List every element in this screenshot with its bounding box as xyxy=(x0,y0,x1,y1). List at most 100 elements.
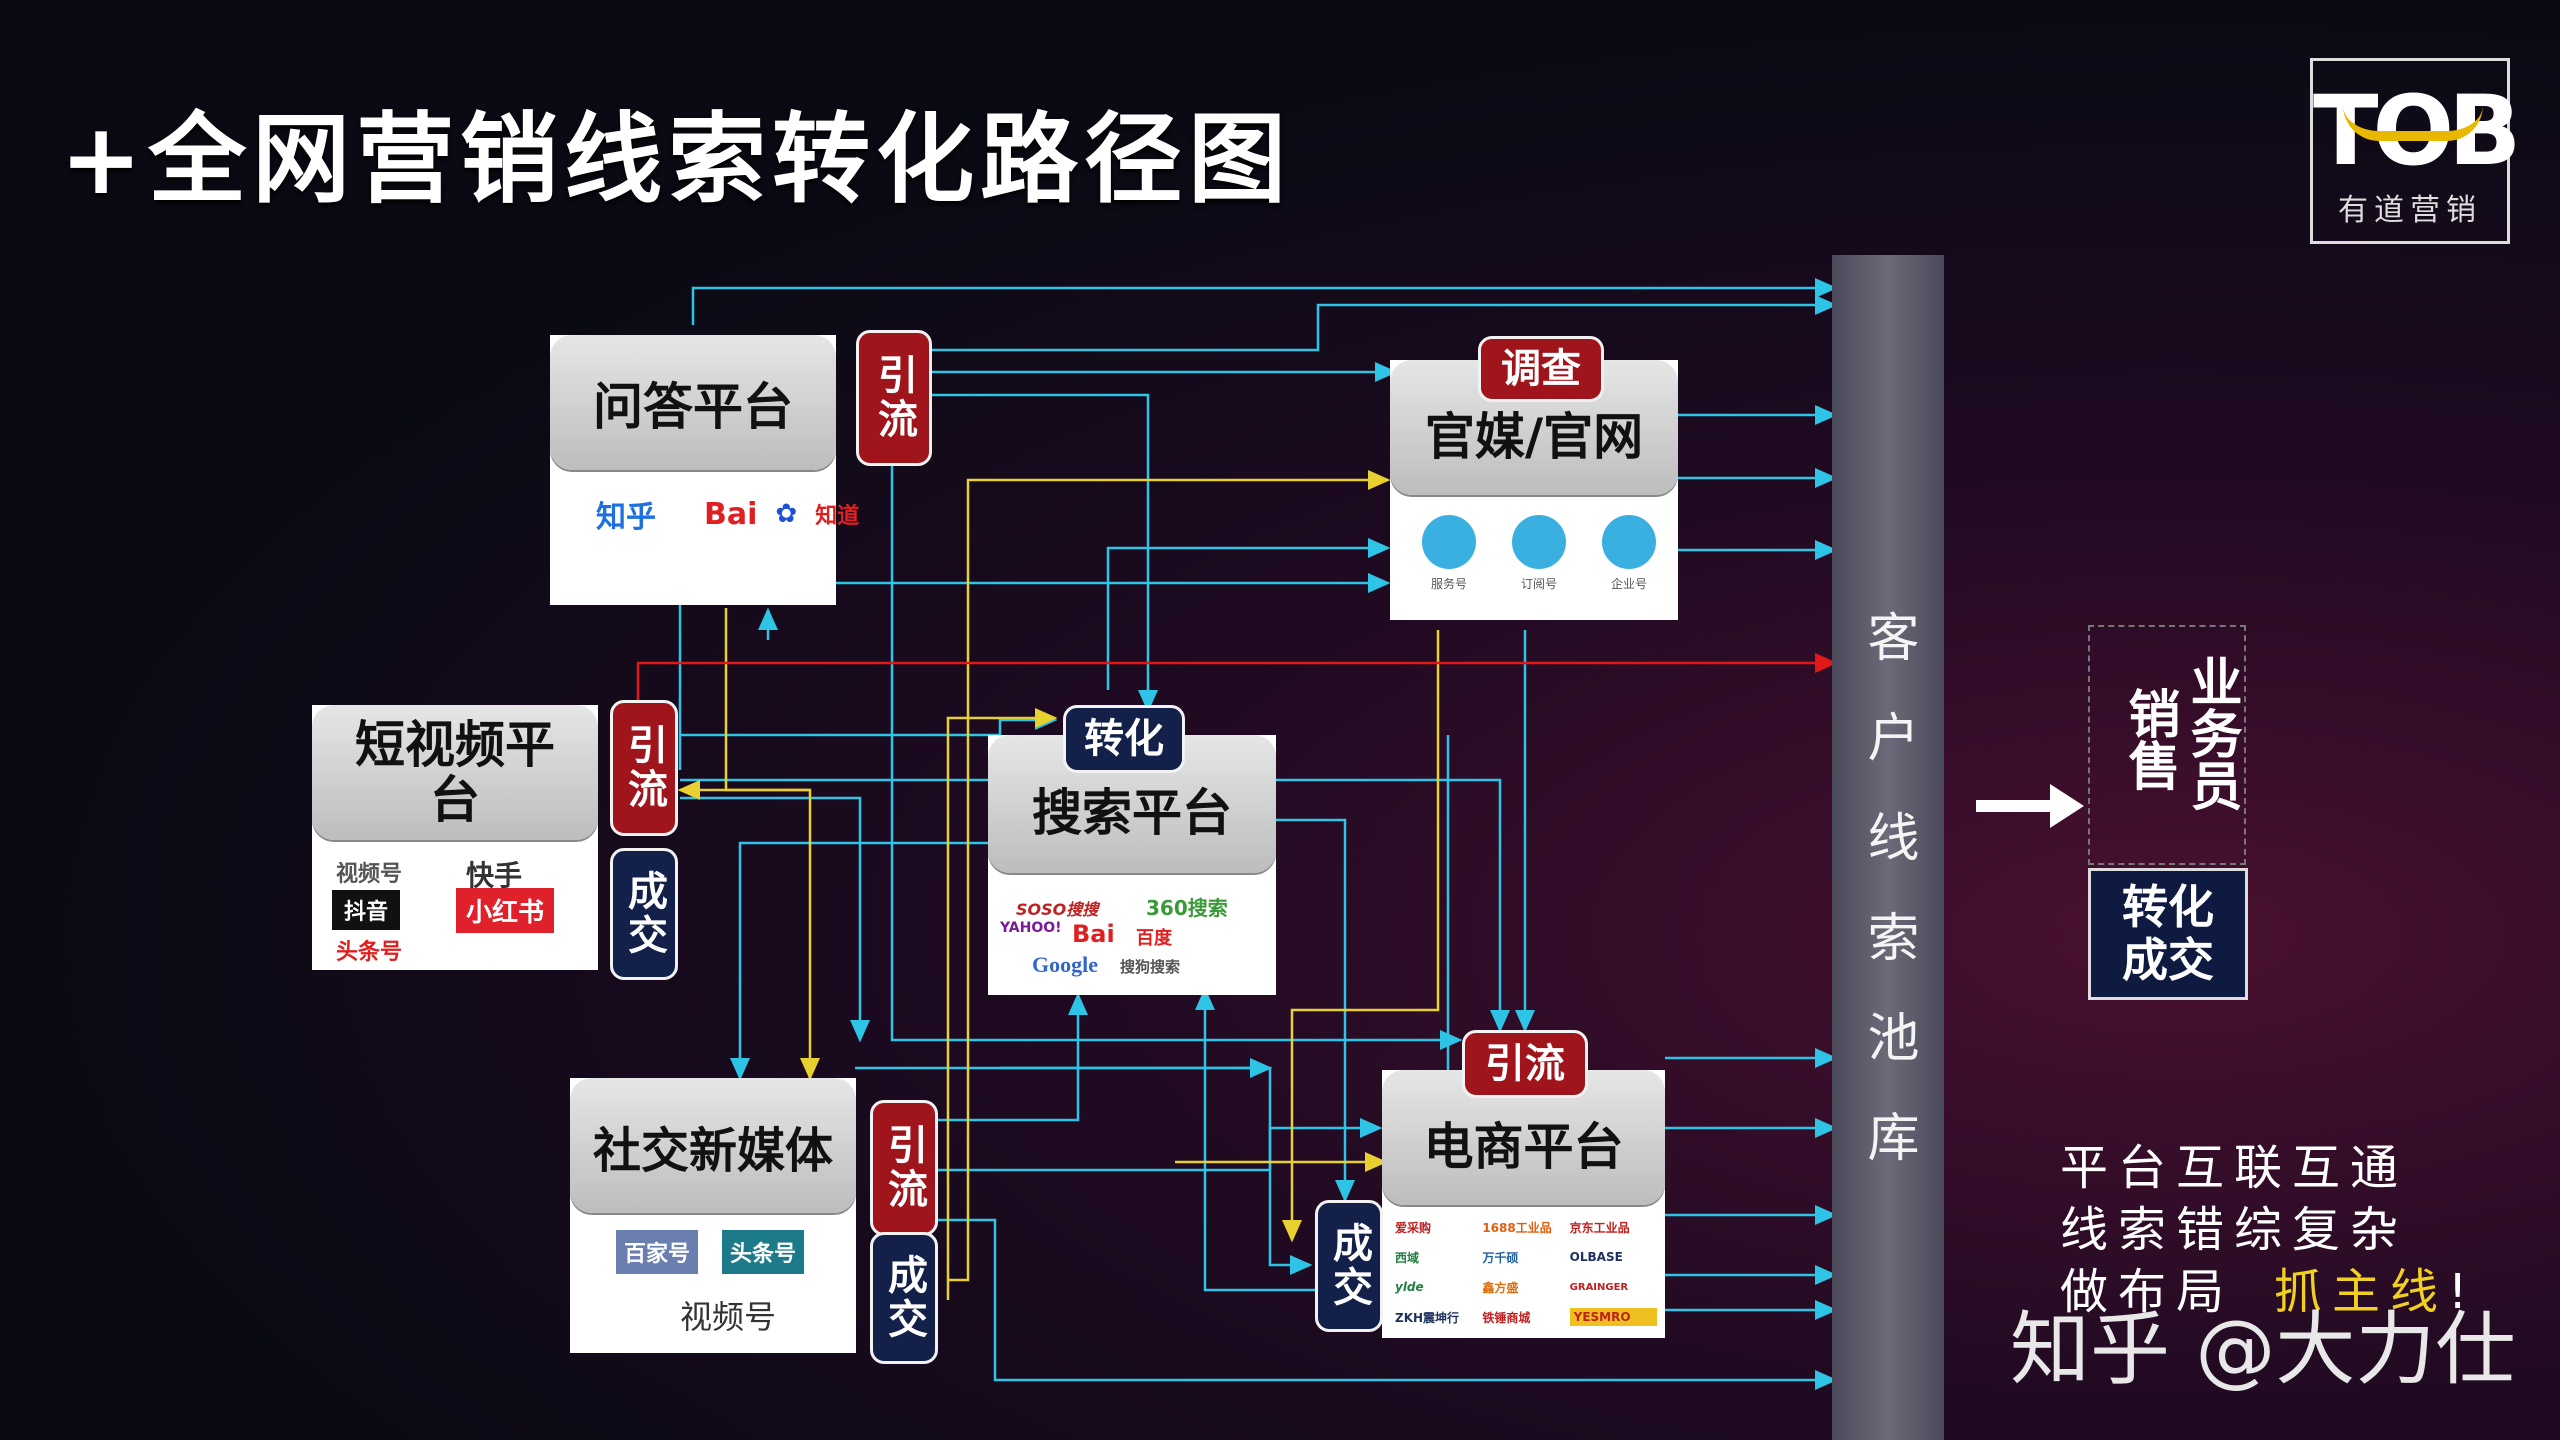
sales-result-box: 转化成交 xyxy=(2088,868,2248,1000)
social-tag-yinliu-text: 引流 xyxy=(881,1124,927,1212)
douyin-logo: 抖音 xyxy=(332,890,401,930)
short-video-tag-chengjiao-text: 成交 xyxy=(621,870,667,958)
line-search-up xyxy=(1106,538,1391,690)
shipinhao-social-logo: 视频号 xyxy=(680,1298,777,1336)
qa-tag-text: 引流 xyxy=(871,354,917,442)
short-video-header: 短视频平台 xyxy=(312,705,598,840)
line-short-to-pool xyxy=(680,796,870,1043)
sales-label-yewuyuan: 业务员 xyxy=(2181,655,2241,811)
social-tag-chengjiao: 成交 xyxy=(870,1232,938,1364)
kuaishou-logo: 快手 xyxy=(466,859,523,892)
note-line-3: 做布局抓主线! xyxy=(2060,1252,2477,1322)
line-social-3 xyxy=(938,1218,1838,1390)
brand-logo-swoosh xyxy=(2343,105,2483,141)
zhidao-logo: 知道 xyxy=(815,504,860,529)
line-y-short-to-official xyxy=(948,470,1391,1282)
note-line-2: 线索错综复杂 xyxy=(2060,1202,2409,1258)
olbase-logo: OLBASE xyxy=(1569,1250,1623,1264)
brand-subtitle: 有道营销 xyxy=(2338,193,2482,228)
shipinhao-logo: 视频号 xyxy=(336,862,403,887)
social-header: 社交新媒体 xyxy=(570,1078,856,1213)
ylde-logo: ylde xyxy=(1395,1280,1424,1294)
xiaohongshu-logo: 小红书 xyxy=(456,888,555,933)
sales-label-xiaoshou: 销售 xyxy=(2119,687,2179,791)
social-logos: 百家号 头条号 视频号 xyxy=(580,1226,846,1346)
enterprise-account-icon: 企业号 xyxy=(1594,515,1664,592)
alibaba-1688-logo: 1688工业品 xyxy=(1482,1220,1552,1235)
search-logos: SOSO搜搜 360搜索 YAHOO! Bai 百度 Google 搜狗搜索 xyxy=(996,890,1268,990)
xiyu-logo: 西域 xyxy=(1395,1250,1420,1265)
customer-lead-pool-label: 客户线索池库 xyxy=(1858,610,1918,1210)
line-y-social-up xyxy=(946,708,1058,1300)
ecommerce-tag-chengjiao-text: 成交 xyxy=(1326,1222,1372,1310)
qa-logos: 知乎 Bai ✿ 知道 xyxy=(596,492,859,536)
tiechui-logo: 铁锤商城 xyxy=(1482,1310,1531,1325)
line-social-2 xyxy=(938,1118,1383,1172)
subscription-account-icon: 订阅号 xyxy=(1504,515,1574,592)
xinfangsheng-logo: 鑫方盛 xyxy=(1482,1280,1519,1295)
note-exclaim: ! xyxy=(2448,1264,2478,1320)
wanqianshuo-logo: 万千硕 xyxy=(1482,1250,1519,1265)
social-tag-yinliu: 引流 xyxy=(870,1100,938,1236)
sales-result-text: 转化成交 xyxy=(2122,880,2214,987)
qa-tag-yinliu: 引流 xyxy=(856,330,932,466)
short-video-tag-yinliu: 引流 xyxy=(610,700,678,836)
social-tag-chengjiao-text: 成交 xyxy=(881,1254,927,1342)
short-video-tag-yinliu-text: 引流 xyxy=(621,724,667,812)
brand-logo: TOB 有道营销 xyxy=(2310,58,2521,244)
toutiaohao-social-logo: 头条号 xyxy=(722,1230,805,1274)
enterprise-account-label: 企业号 xyxy=(1610,577,1647,591)
short-video-tag-chengjiao: 成交 xyxy=(610,848,678,980)
ecommerce-tag-chengjiao: 成交 xyxy=(1315,1200,1383,1332)
baidu-search-logo: Bai xyxy=(1072,920,1115,948)
toutiaohao-logo: 头条号 xyxy=(336,940,403,965)
baidu-logo: Bai xyxy=(704,496,758,532)
google-logo: Google xyxy=(1032,952,1098,977)
line-qa-pool-2 xyxy=(910,295,1838,352)
baidu-cn-logo: 百度 xyxy=(1136,928,1172,949)
pool-to-sales-arrow xyxy=(1976,800,2056,812)
yahoo-logo: YAHOO! xyxy=(1000,920,1062,936)
qa-platform-header: 问答平台 xyxy=(550,335,836,470)
line-short-to-search xyxy=(680,710,1058,737)
yesmro-logo: YESMRO xyxy=(1569,1308,1657,1326)
line-red-to-pool xyxy=(636,653,1838,700)
line-y-official-down xyxy=(1282,630,1440,1243)
zkh-logo: ZKH震坤行 xyxy=(1395,1310,1460,1325)
ecommerce-logos: 爱采购 1688工业品 京东工业品 西域 万千硕 OLBASE ylde 鑫方盛… xyxy=(1395,1212,1657,1334)
baijiahao-logo: 百家号 xyxy=(616,1230,699,1274)
official-tag-diaocha: 调查 xyxy=(1478,336,1604,402)
baidu-paw-icon: ✿ xyxy=(775,499,798,529)
line-short-to-ecom xyxy=(680,778,1510,1033)
line-qa-to-search xyxy=(910,393,1158,713)
customer-lead-pool: 客户线索池库 xyxy=(1832,255,1944,1440)
grainger-logo: GRAINGER xyxy=(1569,1281,1629,1293)
official-header: 官媒/官网 xyxy=(1390,360,1678,495)
line-search-left xyxy=(730,841,988,1081)
subscription-account-label: 订阅号 xyxy=(1520,577,1557,591)
ecommerce-tag-yinliu: 引流 xyxy=(1462,1030,1588,1098)
aicaigou-logo: 爱采购 xyxy=(1395,1220,1432,1235)
line-social-1 xyxy=(938,992,1088,1122)
search-header: 搜索平台 xyxy=(988,735,1276,873)
service-account-icon: 服务号 xyxy=(1414,515,1484,592)
sales-box: 销售 业务员 xyxy=(2088,625,2246,865)
so360-logo: 360搜索 xyxy=(1146,896,1228,920)
pool-to-sales-arrowhead xyxy=(2050,784,2084,828)
jd-industrial-logo: 京东工业品 xyxy=(1569,1220,1630,1235)
note-highlight: 抓主线 xyxy=(2274,1264,2449,1320)
line-search-down xyxy=(1268,818,1355,1203)
note-line-3-part1: 做布局 xyxy=(2060,1264,2235,1320)
short-video-logos: 视频号 快手 抖音 小红书 头条号 xyxy=(326,850,588,965)
zhihu-watermark: 知乎 @大力仕 xyxy=(2010,1303,2516,1396)
line-qa-to-ecom xyxy=(890,395,1463,1050)
sogou-logo: 搜狗搜索 xyxy=(1120,958,1181,976)
note-line-1: 平台互联互通 xyxy=(2060,1140,2409,1196)
service-account-label: 服务号 xyxy=(1430,577,1467,591)
page-title: +全网营销线索转化路径图 xyxy=(60,103,1293,217)
official-icons: 服务号 订阅号 企业号 xyxy=(1414,515,1664,592)
soso-logo: SOSO搜搜 xyxy=(1016,900,1099,919)
zhihu-logo: 知乎 xyxy=(596,500,656,535)
